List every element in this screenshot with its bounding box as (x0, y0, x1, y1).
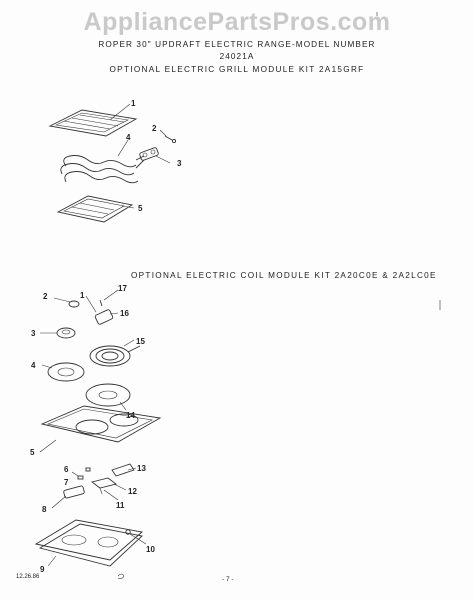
grill-screw (164, 135, 177, 144)
coil-callout-7: 7 (64, 478, 69, 487)
coil-clip-tiny (85, 467, 91, 472)
coil-receptacle-small (56, 327, 76, 339)
coil-callout-14: 14 (126, 411, 135, 420)
large-coil-element (89, 345, 141, 367)
coil-callout-12: 12 (128, 487, 137, 496)
coil-receptacle-block (94, 309, 114, 325)
grill-heating-element (60, 155, 145, 184)
coil-screw-top (99, 299, 103, 307)
cooktop-top-plate (40, 405, 162, 443)
coil-bracket (90, 477, 118, 495)
model-title: ROPER 30" UPDRAFT ELECTRIC RANGE-MODEL N… (98, 40, 376, 49)
coil-callout-8: 8 (42, 505, 47, 514)
model-number: 24021A (219, 52, 255, 61)
coil-callout-13: 13 (137, 464, 146, 473)
coil-callout-15: 15 (136, 337, 145, 346)
grill-callout-1: 1 (131, 99, 136, 108)
date-code: 12.26.86 (16, 574, 40, 580)
publisher-logo-icon (117, 573, 125, 579)
grill-callout-3: 3 (177, 159, 182, 168)
grill-callout-4: 4 (126, 133, 131, 142)
page-number: - 7 - (222, 576, 234, 583)
grill-module-assembly: 1 2 3 4 5 (48, 99, 182, 223)
coil-callout-5: 5 (30, 448, 35, 457)
coil-callout-6: 6 (64, 465, 69, 474)
coil-callout-3: 3 (31, 329, 36, 338)
coil-bottom-pan (34, 519, 143, 567)
coil-callout-4: 4 (31, 361, 36, 370)
grill-callout-5: 5 (138, 204, 143, 213)
small-drip-bowl (47, 362, 85, 382)
coil-callout-11: 11 (116, 501, 125, 510)
coil-callout-17: 17 (118, 284, 127, 293)
coil-knob-cap (68, 300, 80, 308)
coil-kit-title: OPTIONAL ELECTRIC COIL MODULE KIT 2A20C0… (131, 271, 437, 280)
site-watermark: AppliancePartsPros.com (83, 8, 391, 36)
grill-grate (48, 109, 138, 137)
grill-callout-2: 2 (152, 124, 157, 133)
coil-callout-2: 2 (43, 292, 48, 301)
coil-callout-16: 16 (120, 309, 129, 318)
coil-module-assembly: 1 2 3 4 5 6 7 8 9 10 11 12 13 14 15 16 1… (30, 284, 162, 574)
grill-kit-title: OPTIONAL ELECTRIC GRILL MODULE KIT 2A15G… (109, 65, 365, 74)
coil-callout-1: 1 (80, 291, 85, 300)
coil-callout-10: 10 (146, 545, 155, 554)
large-drip-bowl (85, 383, 131, 407)
coil-clip-small (77, 475, 84, 480)
coil-callout-9: 9 (40, 565, 45, 574)
coil-terminal-block (63, 485, 85, 499)
grill-reflector-pan (56, 195, 134, 223)
coil-screw-bottom (125, 529, 131, 535)
coil-mounting-bracket (111, 463, 135, 477)
grill-terminal-block (139, 147, 159, 161)
